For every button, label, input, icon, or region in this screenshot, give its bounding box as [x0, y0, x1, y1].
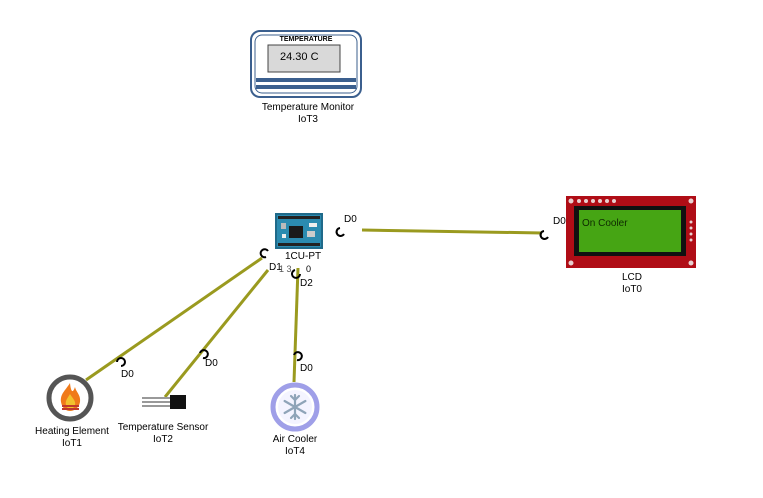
- lcd-port-d0: D0: [553, 216, 566, 227]
- mcu-board-icon: [275, 213, 323, 249]
- lcd-screen-text: On Cooler: [582, 218, 628, 229]
- lcd-icon: [566, 196, 696, 268]
- heater-icon: [46, 374, 94, 422]
- heater-name: Heating Element: [35, 426, 109, 437]
- cooler-port-d0: D0: [300, 363, 313, 374]
- temperature-sensor-device[interactable]: [140, 393, 188, 411]
- lcd-name: LCD: [621, 272, 642, 283]
- mcu-label-fragment-right: 0: [306, 264, 312, 274]
- connector-mcu-d0: [335, 227, 345, 237]
- heating-element-device[interactable]: [46, 374, 96, 422]
- heater-port-d0: D0: [121, 369, 134, 380]
- sensor-icon: [142, 395, 186, 409]
- sensor-port-d0: D0: [205, 358, 218, 369]
- lcd-id: IoT0: [621, 284, 642, 295]
- cooler-icon: [270, 382, 320, 432]
- temperature-monitor-device[interactable]: TEMPERATURE 24.30 C: [250, 30, 362, 98]
- air-cooler-device[interactable]: [270, 382, 320, 432]
- snowflake-icon: [283, 393, 307, 421]
- cooler-name: Air Cooler: [272, 434, 318, 445]
- wire-mcu-cooler: [292, 267, 300, 383]
- monitor-reading: 24.30 C: [280, 51, 319, 63]
- monitor-id: IoT3: [297, 114, 318, 125]
- cooler-id: IoT4: [284, 446, 305, 457]
- connector-mcu-d1: [259, 248, 269, 259]
- monitor-icon: [250, 30, 362, 98]
- mcu-board[interactable]: [275, 213, 323, 249]
- mcu-name-label: 1CU-PT: [285, 251, 322, 262]
- heater-id: IoT1: [61, 438, 82, 449]
- wire-mcu-lcd: [361, 228, 543, 235]
- wire-mcu-sensor: [163, 269, 270, 398]
- connector-mcu-d2: [291, 269, 301, 279]
- connector-sensor-d0: [199, 349, 209, 360]
- connector-lcd-d0: [539, 230, 549, 240]
- lcd-device[interactable]: On Cooler: [566, 196, 696, 268]
- mcu-port-d1: D1: [269, 262, 282, 273]
- monitor-header: TEMPERATURE: [279, 36, 333, 43]
- monitor-name: Temperature Monitor: [261, 102, 355, 113]
- mcu-port-d2: D2: [300, 278, 313, 289]
- sensor-name: Temperature Sensor: [117, 422, 209, 433]
- mcu-label-fragment-left: 1 3: [279, 264, 292, 274]
- wire-mcu-heater: [85, 256, 263, 382]
- connector-heater-d0: [116, 357, 126, 367]
- connector-cooler-d0: [293, 351, 303, 362]
- mcu-port-d0: D0: [344, 214, 357, 225]
- sensor-id: IoT2: [152, 434, 173, 445]
